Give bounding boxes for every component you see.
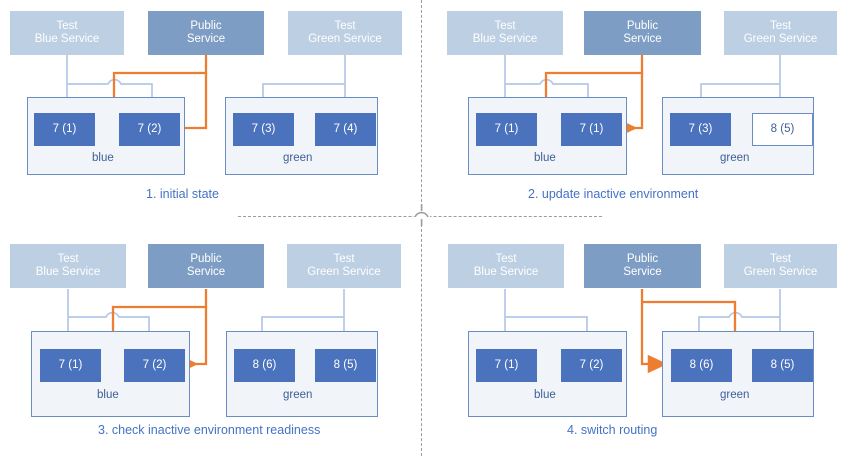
green-env-label: green	[720, 389, 750, 401]
pub-line-1: Public	[626, 19, 659, 32]
blue-node-1[interactable]: 7 (1)	[476, 113, 537, 146]
pub-line-2: Service	[623, 266, 662, 278]
green-node-2[interactable]: 8 (5)	[315, 349, 376, 382]
blue-node-1[interactable]: 7 (1)	[34, 113, 95, 146]
svc-line-1: Test	[334, 19, 356, 32]
green-node-2[interactable]: 7 (4)	[315, 113, 376, 146]
svc-line-1: Test	[57, 252, 79, 265]
pub-line-2: Service	[186, 33, 226, 45]
blue-env-label: blue	[534, 389, 556, 401]
green-env-label: green	[720, 152, 750, 164]
blue-env-label: blue	[97, 389, 119, 401]
pub-line-1: Public	[190, 252, 222, 265]
svc-line-2: Green Service	[743, 33, 818, 45]
pub-line-1: Public	[626, 252, 659, 265]
green-node-2[interactable]: 8 (5)	[752, 113, 813, 146]
panel-3-caption: 3. check inactive environment readiness	[98, 423, 321, 437]
svc-line-2: Blue Service	[473, 266, 539, 278]
blue-node-1[interactable]: 7 (1)	[40, 349, 101, 382]
svc-line-2: Blue Service	[35, 266, 101, 278]
svc-line-2: Blue Service	[34, 33, 100, 45]
panel-4-caption: 4. switch routing	[567, 423, 658, 437]
divider-hop-arc	[414, 204, 429, 226]
blue-node-2[interactable]: 7 (1)	[561, 113, 622, 146]
green-node-1[interactable]: 7 (3)	[233, 113, 294, 146]
panel-2-caption: 2. update inactive environment	[528, 187, 699, 201]
green-node-2[interactable]: 8 (5)	[752, 349, 813, 382]
blue-env-label: blue	[92, 152, 114, 164]
pub-line-2: Service	[186, 266, 226, 278]
blue-env-label: blue	[534, 152, 556, 164]
svc-line-1: Test	[494, 19, 516, 32]
green-node-1[interactable]: 7 (3)	[670, 113, 731, 146]
pub-line-1: Public	[190, 19, 222, 32]
svc-line-1: Test	[769, 19, 792, 32]
svc-line-2: Blue Service	[472, 33, 538, 45]
svc-line-1: Test	[769, 252, 792, 265]
panel-1-caption: 1. initial state	[146, 187, 219, 201]
svc-line-1: Test	[333, 252, 355, 265]
svc-line-2: Green Service	[308, 33, 382, 45]
svc-line-1: Test	[56, 19, 78, 32]
svc-line-1: Test	[495, 252, 517, 265]
blue-node-2[interactable]: 7 (2)	[561, 349, 622, 382]
green-env-label: green	[283, 152, 313, 164]
svc-line-2: Green Service	[743, 266, 818, 278]
blue-node-2[interactable]: 7 (2)	[124, 349, 185, 382]
green-env-label: green	[283, 389, 313, 401]
blue-node-1[interactable]: 7 (1)	[476, 349, 537, 382]
svc-line-2: Green Service	[307, 266, 381, 278]
blue-node-2[interactable]: 7 (2)	[119, 113, 180, 146]
pub-line-2: Service	[623, 33, 662, 45]
vertical-divider	[421, 0, 422, 456]
divider-hop-mask	[414, 206, 430, 226]
green-node-1[interactable]: 8 (6)	[671, 349, 732, 382]
green-node-1[interactable]: 8 (6)	[234, 349, 295, 382]
